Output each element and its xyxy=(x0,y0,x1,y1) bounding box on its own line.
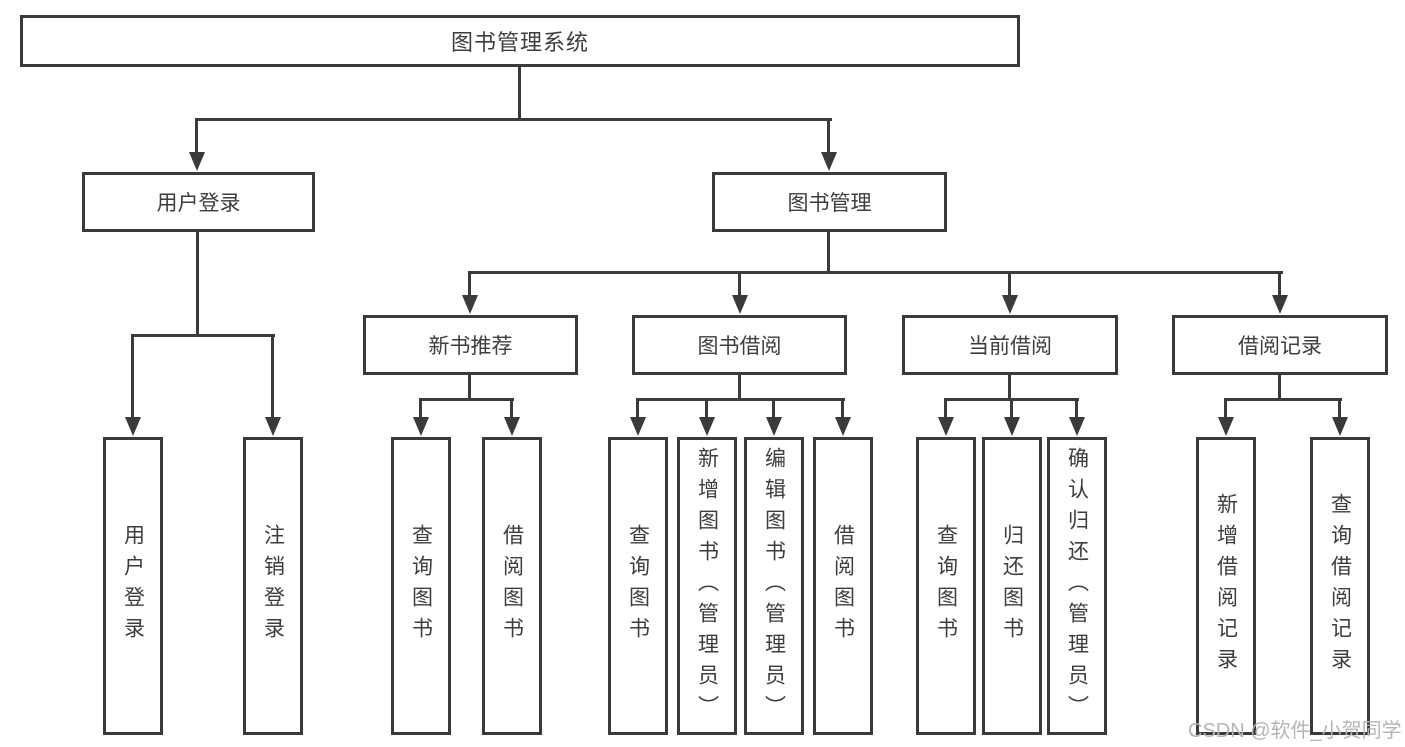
connector-line xyxy=(131,334,275,337)
arrow-down-icon xyxy=(732,295,748,314)
connector-line xyxy=(1278,375,1281,400)
connector-line xyxy=(1224,398,1342,401)
leaf-query-books-recommend: 查询图书 xyxy=(391,437,451,735)
node-book-management: 图书管理 xyxy=(712,172,947,232)
leaf-query-books-borrowing: 查询图书 xyxy=(608,437,668,735)
leaf-borrow-books-borrowing: 借阅图书 xyxy=(813,437,873,735)
node-label: 查询图书 xyxy=(934,524,958,648)
node-current-borrowing: 当前借阅 xyxy=(902,315,1118,375)
connector-line xyxy=(419,398,514,401)
leaf-edit-books-admin: 编辑图书（管理员） xyxy=(744,437,804,735)
leaf-add-books-admin: 新增图书（管理员） xyxy=(677,437,737,735)
node-user-login: 用户登录 xyxy=(82,172,315,232)
node-borrowing-records: 借阅记录 xyxy=(1172,315,1388,375)
node-label: 归还图书 xyxy=(1000,524,1024,648)
leaf-query-borrow-record: 查询借阅记录 xyxy=(1310,437,1370,735)
connector-line xyxy=(518,67,521,120)
connector-line xyxy=(705,398,708,419)
node-label: 用户登录 xyxy=(156,192,241,215)
node-label: 图书管理系统 xyxy=(450,30,589,55)
node-root-library-system: 图书管理系统 xyxy=(20,15,1020,67)
node-label: 借阅图书 xyxy=(831,524,855,648)
arrow-down-icon xyxy=(189,152,205,171)
node-label: 新书推荐 xyxy=(428,335,513,358)
node-label: 编辑图书（管理员） xyxy=(762,446,786,726)
arrow-down-icon xyxy=(699,417,715,436)
node-label: 查询图书 xyxy=(626,524,650,648)
arrow-down-icon xyxy=(630,417,646,436)
connector-line xyxy=(841,398,844,419)
connector-line xyxy=(468,375,471,400)
arrow-down-icon xyxy=(504,417,520,436)
connector-line xyxy=(196,118,832,121)
connector-line xyxy=(738,375,741,400)
connector-line xyxy=(419,398,422,419)
node-label: 查询借阅记录 xyxy=(1328,493,1352,679)
connector-line xyxy=(827,118,830,155)
node-label: 用户登录 xyxy=(121,524,145,648)
connector-line xyxy=(1008,375,1011,400)
node-label: 借阅记录 xyxy=(1238,335,1322,358)
connector-line xyxy=(636,398,639,419)
leaf-logout: 注销登录 xyxy=(243,437,303,735)
leaf-confirm-return-admin: 确认归还（管理员） xyxy=(1047,437,1107,735)
node-label: 图书借阅 xyxy=(697,335,782,358)
connector-line xyxy=(1010,398,1013,419)
connector-line xyxy=(636,398,845,401)
connector-line xyxy=(772,398,775,419)
node-label: 图书管理 xyxy=(787,192,872,215)
node-label: 新增借阅记录 xyxy=(1214,493,1238,679)
arrow-down-icon xyxy=(835,417,851,436)
connector-line xyxy=(1338,398,1341,419)
connector-line xyxy=(944,398,947,419)
connector-line xyxy=(1224,398,1227,419)
connector-line xyxy=(738,271,741,298)
connector-line xyxy=(468,271,471,298)
connector-line xyxy=(510,398,513,419)
leaf-borrow-books-recommend: 借阅图书 xyxy=(482,437,542,735)
node-label: 新增图书（管理员） xyxy=(695,446,719,726)
node-label: 查询图书 xyxy=(409,524,433,648)
arrow-down-icon xyxy=(1002,295,1018,314)
connector-line xyxy=(196,232,199,336)
connector-line xyxy=(195,118,198,155)
connector-line xyxy=(1075,398,1078,419)
arrow-down-icon xyxy=(1069,417,1085,436)
connector-line xyxy=(468,271,1283,274)
arrow-down-icon xyxy=(1004,417,1020,436)
arrow-down-icon xyxy=(1272,295,1288,314)
node-book-borrowing: 图书借阅 xyxy=(632,315,847,375)
node-label: 当前借阅 xyxy=(968,335,1052,358)
leaf-user-login: 用户登录 xyxy=(103,437,163,735)
arrow-down-icon xyxy=(265,417,281,436)
connector-line xyxy=(271,334,274,419)
node-label: 借阅图书 xyxy=(500,524,524,648)
connector-line xyxy=(1278,271,1281,298)
arrow-down-icon xyxy=(1332,417,1348,436)
leaf-query-books-current: 查询图书 xyxy=(916,437,976,735)
node-label: 注销登录 xyxy=(261,524,285,648)
node-new-book-recommendation: 新书推荐 xyxy=(363,315,578,375)
csdn-watermark: CSDN @软件_小贺同学 xyxy=(1188,720,1402,742)
arrow-down-icon xyxy=(938,417,954,436)
arrow-down-icon xyxy=(1218,417,1234,436)
connector-line xyxy=(827,232,830,273)
connector-line xyxy=(131,334,134,419)
leaf-return-books: 归还图书 xyxy=(982,437,1042,735)
leaf-add-borrow-record: 新增借阅记录 xyxy=(1196,437,1256,735)
arrow-down-icon xyxy=(821,152,837,171)
connector-line xyxy=(1008,271,1011,298)
arrow-down-icon xyxy=(125,417,141,436)
arrow-down-icon xyxy=(462,295,478,314)
arrow-down-icon xyxy=(766,417,782,436)
arrow-down-icon xyxy=(413,417,429,436)
node-label: 确认归还（管理员） xyxy=(1065,446,1089,726)
